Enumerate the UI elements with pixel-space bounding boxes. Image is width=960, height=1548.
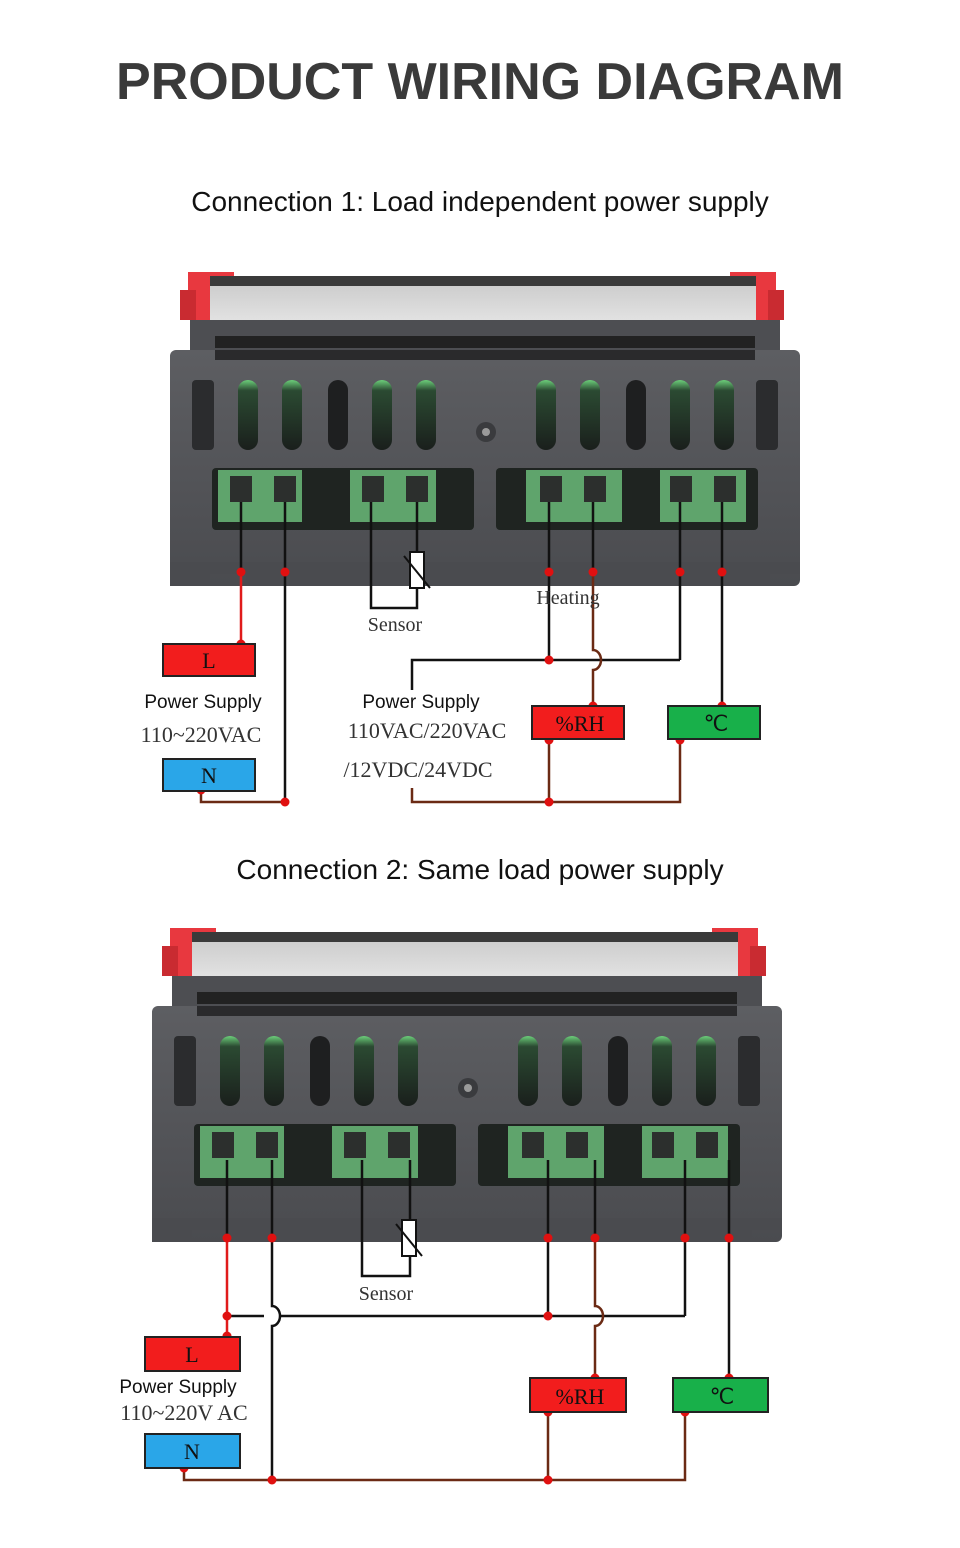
sensor-thermistor-icon [403, 551, 431, 589]
live-label: L [185, 1342, 198, 1367]
power-supply-voltage-load-1: 110VAC/220VAC [348, 718, 507, 743]
neutral-terminal-box-1: N [162, 758, 256, 792]
humidity-label: %RH [556, 711, 605, 736]
power-supply-voltage-left-2: 110~220V AC [120, 1400, 247, 1425]
temperature-label: ℃ [704, 711, 729, 736]
power-supply-voltage-left-1: 110~220VAC [141, 722, 262, 747]
temperature-output-box-1: ℃ [667, 705, 761, 740]
power-supply-label-left-2: Power Supply [119, 1377, 237, 1398]
page-title: PRODUCT WIRING DIAGRAM [116, 53, 844, 111]
temperature-output-box-2: ℃ [672, 1377, 769, 1413]
sensor-thermistor-icon [395, 1219, 423, 1257]
power-supply-label-left-1: Power Supply [144, 692, 262, 713]
humidity-label: %RH [556, 1384, 605, 1409]
humidity-output-box-2: %RH [529, 1377, 627, 1413]
controller-device-1 [170, 272, 800, 586]
live-terminal-box-1: L [162, 643, 256, 677]
connection2-diagram: L N %RH ℃ Sensor Power Supply 110~220V A… [119, 928, 782, 1485]
neutral-terminal-box-2: N [144, 1433, 241, 1469]
power-supply-label-load: Power Supply [362, 692, 480, 713]
sensor-label-1: Sensor [368, 614, 423, 636]
neutral-label: N [201, 763, 217, 788]
connection1-heading: Connection 1: Load independent power sup… [191, 186, 769, 217]
power-supply-voltage-load-2: /12VDC/24VDC [343, 757, 492, 782]
connection1-diagram: L N %RH ℃ Sensor Heating Power Supply 11… [141, 272, 800, 807]
controller-device-2 [152, 928, 782, 1242]
temperature-label: ℃ [710, 1384, 735, 1409]
humidity-output-box-1: %RH [531, 705, 625, 740]
live-terminal-box-2: L [144, 1336, 241, 1372]
sensor-label-2: Sensor [359, 1283, 414, 1305]
neutral-label: N [184, 1439, 200, 1464]
connection2-heading: Connection 2: Same load power supply [236, 854, 724, 885]
live-label: L [202, 648, 215, 673]
heating-label: Heating [536, 587, 599, 609]
